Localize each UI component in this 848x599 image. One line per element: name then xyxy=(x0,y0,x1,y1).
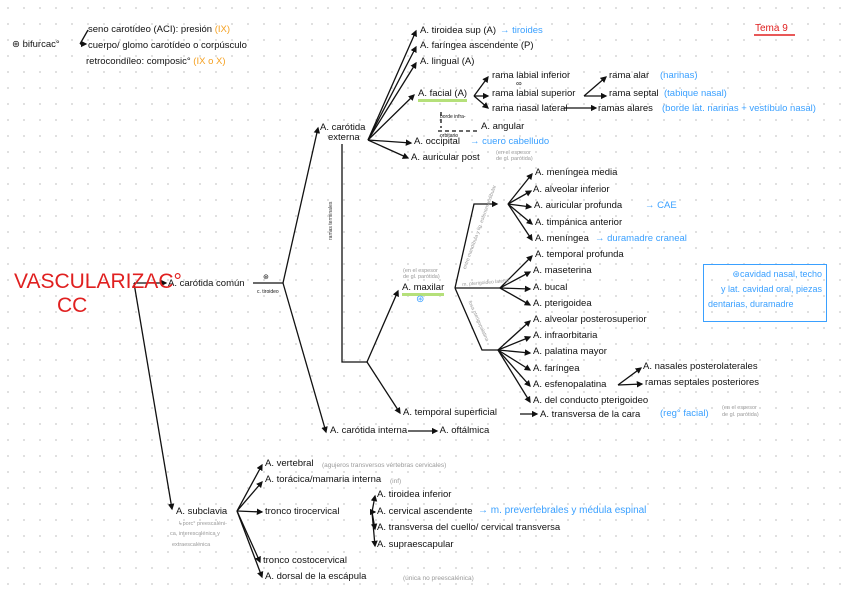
subclavia-note-1: ↳porc° preescaléni- xyxy=(178,521,227,527)
lingual: A. lingual (A) xyxy=(420,56,475,67)
seno-nerve: (IX) xyxy=(214,24,231,35)
cae-dest: → CAE xyxy=(645,200,677,211)
conducto-pterigoideo: A. del conducto pterigoideo xyxy=(533,395,649,406)
faringea-ascendente: A. faríngea ascendente (P) xyxy=(420,40,534,51)
tronco-costocervical: tronco costocervical xyxy=(263,555,347,566)
occipital-dest: → cuero cabelludo xyxy=(470,136,550,147)
faringea-maxilar: A. faríngea xyxy=(533,363,580,374)
retro-nerve: (IX o X) xyxy=(193,56,226,67)
bifurcacion-label: ⊛ bifurcac° xyxy=(12,39,60,50)
transversa-gray-2: de gl. parótida) xyxy=(722,412,759,418)
vertebral: A. vertebral xyxy=(265,458,314,469)
retro-text: retrocondíleo: composic° xyxy=(86,56,191,67)
oftalmica: → A. oftálmica xyxy=(428,425,490,436)
carotida-externa-2: externa xyxy=(328,132,360,143)
maxilar-note-1: (en el espesor xyxy=(403,268,438,274)
maxilar-mark: ⊛ xyxy=(416,294,425,305)
rama-alar: rama alar xyxy=(609,70,650,81)
carotida-comun: A. carótida común xyxy=(168,278,245,289)
auricular-profunda: A. auricular profunda xyxy=(534,200,623,211)
dorsal-escapula: A. dorsal de la escápula xyxy=(265,571,367,582)
duramadre-dest: → duramadre craneal xyxy=(595,233,687,244)
meningea: A. meníngea xyxy=(535,233,589,244)
rama-septal-note: (tabique nasal) xyxy=(664,88,727,99)
tiroidea-sup-dest: → tiroides xyxy=(500,25,543,36)
bucal: A. bucal xyxy=(533,282,568,293)
vertebral-note: (agujeros transversos vértebras cervical… xyxy=(322,462,447,469)
auricular-note-2: de gl. parótida) xyxy=(496,156,533,162)
temporal-profunda: A. temporal profunda xyxy=(535,249,624,260)
occipital: A. occipital xyxy=(414,136,460,147)
box-line-3: dentarias, duramadre xyxy=(708,299,794,309)
facial: A. facial (A) xyxy=(418,88,468,102)
ramas-alares: ramas alares xyxy=(598,103,653,114)
toracica-note: (inf) xyxy=(390,478,402,485)
tronco-tirocervical: tronco tirocervical xyxy=(265,506,340,517)
tiroidea-sup: A. tiroidea sup (A) xyxy=(420,25,497,36)
rama-labial-superior: rama labial superior xyxy=(492,88,576,99)
timpanica-anterior: A. timpánica anterior xyxy=(535,217,623,228)
seno-carotideo: seno carotídeo (ACI): presión (IX) xyxy=(88,24,230,35)
pterigoidea: A. pterigoidea xyxy=(533,298,592,309)
title-line1: VASCULARIZAC° xyxy=(14,270,182,293)
subclavia-note-3: extraescalénica xyxy=(172,542,211,548)
toracica-interna: A. torácica/mamaria interna xyxy=(265,474,382,485)
maseterina: A. maseterina xyxy=(533,265,592,276)
nasales-posterolaterales: A. nasales posterolaterales xyxy=(643,361,758,372)
angular: A. angular xyxy=(481,121,525,132)
cervical-ascendente: A. cervical ascendente xyxy=(377,506,473,517)
comun-mark: ⊛ xyxy=(263,274,269,281)
maxilar-note-2: de gl. parótida) xyxy=(403,274,440,280)
transversa-note: (reg° facial) xyxy=(660,408,709,419)
borde-infraorbitario-1: borde infra- xyxy=(440,114,466,120)
maxilar: A. maxilar xyxy=(402,282,445,296)
carotida-externa-1: A. carótida xyxy=(320,122,366,133)
box-mark: ⊛ xyxy=(732,269,740,279)
esfenopalatina: A. esfenopalatina xyxy=(533,379,607,390)
title-line2: CC xyxy=(57,294,88,317)
infraorbitaria: A. infraorbitaria xyxy=(533,330,598,341)
rama-labial-inferior: rama labial inferior xyxy=(492,70,571,81)
meningea-media: A. meníngea media xyxy=(535,167,618,178)
tema-label: Tema 9 xyxy=(755,23,788,34)
cuerpo-carotideo: cuerpo/ glomo carotídeo o corpúsculo xyxy=(88,40,247,51)
ramas-septales-posteriores: ramas septales posteriores xyxy=(645,377,760,388)
rama-septal: rama septal xyxy=(609,88,659,99)
anastomosis-mark: ∞ xyxy=(516,79,522,88)
maxilar-territory-box: ⊛cavidad nasal, techo y lat. cavidad ora… xyxy=(703,264,827,322)
rama-alar-note: (narinas) xyxy=(660,70,698,81)
borde-infraorbitario-2: orbitario xyxy=(440,133,459,139)
subclavia-note-2: ca, interescalénica y xyxy=(170,531,220,537)
auricular-post: A. auricular post xyxy=(411,152,480,163)
transversa-cuello: A. transversa del cuello/ cervical trans… xyxy=(377,522,561,533)
retrocondileo: retrocondíleo: composic° (IX o X) xyxy=(86,56,226,67)
cervical-dest: → m. prevertebrales y médula espinal xyxy=(478,505,647,516)
transversa-gray-1: (en el espesor xyxy=(722,405,757,411)
subclavia: A. subclavia xyxy=(176,506,228,517)
temporal-superficial: A. temporal superficial xyxy=(403,407,497,418)
palatina-mayor: A. palatina mayor xyxy=(533,346,607,357)
seno-text: seno carotídeo (ACI): presión xyxy=(88,24,213,35)
tiroidea-inferior: A. tiroidea inferior xyxy=(377,489,452,500)
supraescapular: A. supraescapular xyxy=(377,539,454,550)
ramas-alares-note: (borde lat. narinas + vestíbulo nasal) xyxy=(662,103,816,114)
box-line-1-text: cavidad nasal, techo xyxy=(739,269,822,279)
alveolar-inferior: A. alveolar inferior xyxy=(533,184,610,195)
comun-level: c. tiroideo xyxy=(257,289,279,295)
auricular-note-1: (en el espesor xyxy=(496,150,531,156)
ramas-terminales-note: ramas terminales xyxy=(328,201,334,240)
box-line-1: ⊛cavidad nasal, techo xyxy=(708,267,822,282)
dorsal-note: (única no preescalénica) xyxy=(403,575,474,582)
carotida-interna: A. carótida interna xyxy=(330,425,408,436)
rama-nasal-lateral: rama nasal lateral xyxy=(492,103,568,114)
alveolar-posterosuperior: A. alveolar posterosuperior xyxy=(533,314,647,325)
box-line-2: y lat. cavidad oral, piezas xyxy=(720,284,822,294)
transversa-cara: A. transversa de la cara xyxy=(540,409,641,420)
